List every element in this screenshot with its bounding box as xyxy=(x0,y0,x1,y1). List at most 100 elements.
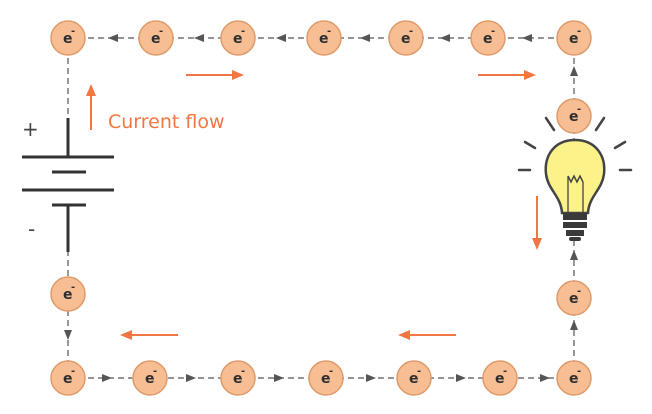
electron: e- xyxy=(482,360,518,396)
electron-arrow-up xyxy=(570,320,578,330)
electron-circle xyxy=(50,360,86,396)
electron: e- xyxy=(556,280,592,316)
electron-symbol: e xyxy=(569,291,579,307)
electron: e- xyxy=(308,360,344,396)
electron-arrow-right xyxy=(102,374,112,382)
electron-arrow-left xyxy=(276,34,286,42)
electron-symbol: e xyxy=(63,287,73,303)
current-arrow-right xyxy=(186,70,244,80)
electron-arrow-right xyxy=(540,374,550,382)
electron-symbol: e xyxy=(319,31,329,47)
electron: e- xyxy=(388,20,424,56)
electron-symbol: e xyxy=(145,371,155,387)
electron-arrow-left xyxy=(522,34,532,42)
electron-arrow-left xyxy=(194,34,204,42)
electrons: e-e-e-e-e-e-e-e-e-e-e-e-e-e-e-e-e- xyxy=(50,20,592,396)
electron-circle xyxy=(220,20,256,56)
electron-symbol: e xyxy=(63,371,73,387)
electron-circle xyxy=(138,20,174,56)
electron: e- xyxy=(556,360,592,396)
electron-charge: - xyxy=(409,26,413,37)
current-arrow-left xyxy=(120,330,178,340)
electron: e- xyxy=(470,20,506,56)
electron: e- xyxy=(220,20,256,56)
light-rays xyxy=(517,116,633,172)
electron-arrow-left xyxy=(360,34,370,42)
electron: e- xyxy=(556,20,592,56)
electron: e- xyxy=(50,20,86,56)
electron: e- xyxy=(306,20,342,56)
electron-symbol: e xyxy=(483,31,493,47)
electron-charge: - xyxy=(491,26,495,37)
electron-circle xyxy=(220,360,256,396)
electron-circle xyxy=(396,360,432,396)
electron-charge: - xyxy=(241,26,245,37)
electron-symbol: e xyxy=(409,371,419,387)
electron-symbol: e xyxy=(569,371,579,387)
electron-circle xyxy=(308,360,344,396)
electron-circle xyxy=(132,360,168,396)
electron-circle xyxy=(306,20,342,56)
electron-arrow-right xyxy=(366,374,376,382)
current-arrow-down xyxy=(532,196,542,250)
electron-charge: - xyxy=(241,366,245,377)
light-bulb-icon xyxy=(517,116,633,241)
electron-charge: - xyxy=(71,366,75,377)
electron-circle xyxy=(470,20,506,56)
circuit-wires xyxy=(67,37,575,379)
electron-charge: - xyxy=(577,26,581,37)
electron-charge: - xyxy=(71,282,75,293)
negative-terminal-label: - xyxy=(28,217,35,241)
electron-symbol: e xyxy=(233,31,243,47)
electron-symbol: e xyxy=(569,31,579,47)
electron-charge: - xyxy=(417,366,421,377)
positive-terminal-label: + xyxy=(22,117,39,141)
electron-arrow-right xyxy=(186,374,196,382)
electron-arrow-left xyxy=(108,34,118,42)
electron-circle xyxy=(556,98,592,134)
electron: e- xyxy=(50,360,86,396)
electron-symbol: e xyxy=(321,371,331,387)
electron-direction-arrows xyxy=(64,34,578,382)
electron-arrow-up xyxy=(570,250,578,260)
electron-charge: - xyxy=(71,26,75,37)
electron-symbol: e xyxy=(401,31,411,47)
electron-symbol: e xyxy=(151,31,161,47)
battery-icon xyxy=(22,118,114,252)
electron-charge: - xyxy=(159,26,163,37)
electron-circle xyxy=(50,276,86,312)
current-arrow-up xyxy=(86,84,96,130)
electron: e- xyxy=(220,360,256,396)
electron-symbol: e xyxy=(63,31,73,47)
electron-circle xyxy=(556,360,592,396)
electron-circle xyxy=(50,20,86,56)
electron-arrow-right xyxy=(456,374,466,382)
electron-charge: - xyxy=(327,26,331,37)
electron-arrow-right xyxy=(274,374,284,382)
current-arrow-left xyxy=(398,330,456,340)
electron-charge: - xyxy=(577,104,581,115)
electron-charge: - xyxy=(503,366,507,377)
electron-charge: - xyxy=(153,366,157,377)
electron-circle xyxy=(482,360,518,396)
electron: e- xyxy=(132,360,168,396)
electron-symbol: e xyxy=(233,371,243,387)
electron-arrow-up xyxy=(570,66,578,76)
current-flow-arrows xyxy=(86,70,542,340)
electron-symbol: e xyxy=(569,109,579,125)
electron: e- xyxy=(50,276,86,312)
electron: e- xyxy=(138,20,174,56)
electron: e- xyxy=(556,98,592,134)
electron-charge: - xyxy=(577,286,581,297)
electron-symbol: e xyxy=(495,371,505,387)
electron-circle xyxy=(388,20,424,56)
current-flow-label: Current flow xyxy=(108,111,225,133)
electron-arrow-left xyxy=(440,34,450,42)
electron-charge: - xyxy=(329,366,333,377)
electron-charge: - xyxy=(577,366,581,377)
current-arrow-right xyxy=(478,70,536,80)
electron-arrow-down xyxy=(64,330,72,340)
electron-circle xyxy=(556,280,592,316)
electron: e- xyxy=(396,360,432,396)
